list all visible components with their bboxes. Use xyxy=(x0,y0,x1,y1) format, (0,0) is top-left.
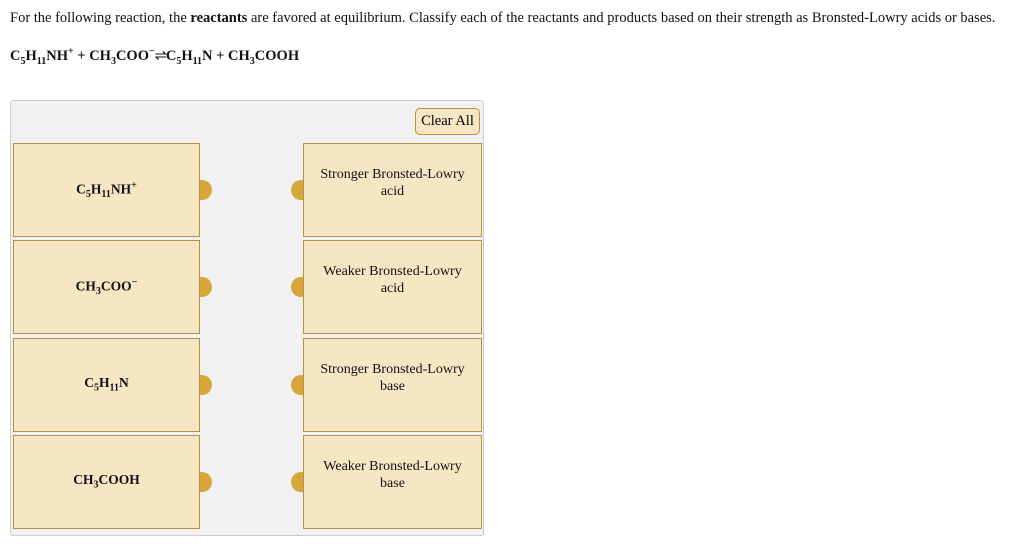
connector-socket[interactable] xyxy=(291,472,303,492)
formula: C5H11N xyxy=(84,374,128,397)
formula-segment: 11 xyxy=(109,382,119,394)
formula-segment: N xyxy=(202,47,213,64)
formula-segment: 11 xyxy=(192,55,203,67)
connector-handle[interactable] xyxy=(200,375,212,395)
formula-segment: H xyxy=(181,47,193,64)
formula-segment: COOH xyxy=(254,47,300,64)
formula-segment: COO xyxy=(115,47,149,64)
formula-segment: N xyxy=(118,374,129,390)
question-text: For the following reaction, the reactant… xyxy=(10,10,996,26)
formula: CH3COO− xyxy=(76,274,138,300)
draggable-item[interactable]: CH3COO− xyxy=(13,240,200,334)
draggable-item[interactable]: C5H11NH+ xyxy=(13,143,200,237)
formula-segment: H xyxy=(25,47,37,64)
formula-segment: 11 xyxy=(36,55,47,67)
formula-segment: − xyxy=(131,276,138,288)
formula: CH3COOH xyxy=(73,471,140,494)
formula-segment: 5 xyxy=(85,189,91,201)
formula: C5H11N xyxy=(165,47,213,67)
formula-segment: CH xyxy=(228,47,250,64)
connector-socket[interactable] xyxy=(291,277,303,297)
formula: CH3COOH xyxy=(228,47,300,67)
connector-handle[interactable] xyxy=(200,180,212,200)
formula-segment: 5 xyxy=(176,55,182,67)
formula-segment: CH xyxy=(89,47,111,64)
equilibrium-arrow: ⇌ xyxy=(154,47,167,64)
formula-segment: − xyxy=(148,46,155,57)
formula-segment: CH xyxy=(73,471,94,487)
formula-segment: 5 xyxy=(94,382,100,394)
formula-segment: CH xyxy=(75,278,96,294)
formula-segment: C xyxy=(76,181,86,197)
formula: CH3COO− xyxy=(89,46,155,67)
formula-segment: 3 xyxy=(110,55,116,67)
draggable-item[interactable]: C5H11N xyxy=(13,338,200,432)
formula: C5H11NH+ xyxy=(10,46,74,67)
formula-segment: COOH xyxy=(98,471,140,487)
connector-handle[interactable] xyxy=(200,277,212,297)
connector-socket[interactable] xyxy=(291,180,303,200)
formula-segment: 5 xyxy=(20,55,26,67)
formula-segment: H xyxy=(99,374,110,390)
formula-segment: C xyxy=(10,47,21,64)
clear-all-button[interactable]: Clear All xyxy=(415,108,480,135)
formula-segment: C xyxy=(165,47,177,64)
formula-segment: C xyxy=(84,374,95,390)
formula-segment: 3 xyxy=(249,55,255,67)
formula-segment: H xyxy=(90,181,102,197)
formula-segment: 3 xyxy=(93,479,99,491)
formula-segment: + xyxy=(131,179,137,191)
connector-socket[interactable] xyxy=(291,375,303,395)
connector-handle[interactable] xyxy=(200,472,212,492)
formula-segment: 3 xyxy=(95,286,101,298)
reaction-equation: C5H11NH+ + CH3COO−⇌C5H11N + CH3COOH xyxy=(10,46,300,67)
formula: C5H11NH+ xyxy=(76,177,137,203)
draggable-item[interactable]: CH3COOH xyxy=(13,435,200,529)
formula-segment: COO xyxy=(100,278,132,294)
formula-segment: + xyxy=(67,46,74,57)
formula-segment: 11 xyxy=(101,189,111,201)
formula-segment: NH xyxy=(110,181,132,197)
formula-segment: NH xyxy=(46,47,68,64)
